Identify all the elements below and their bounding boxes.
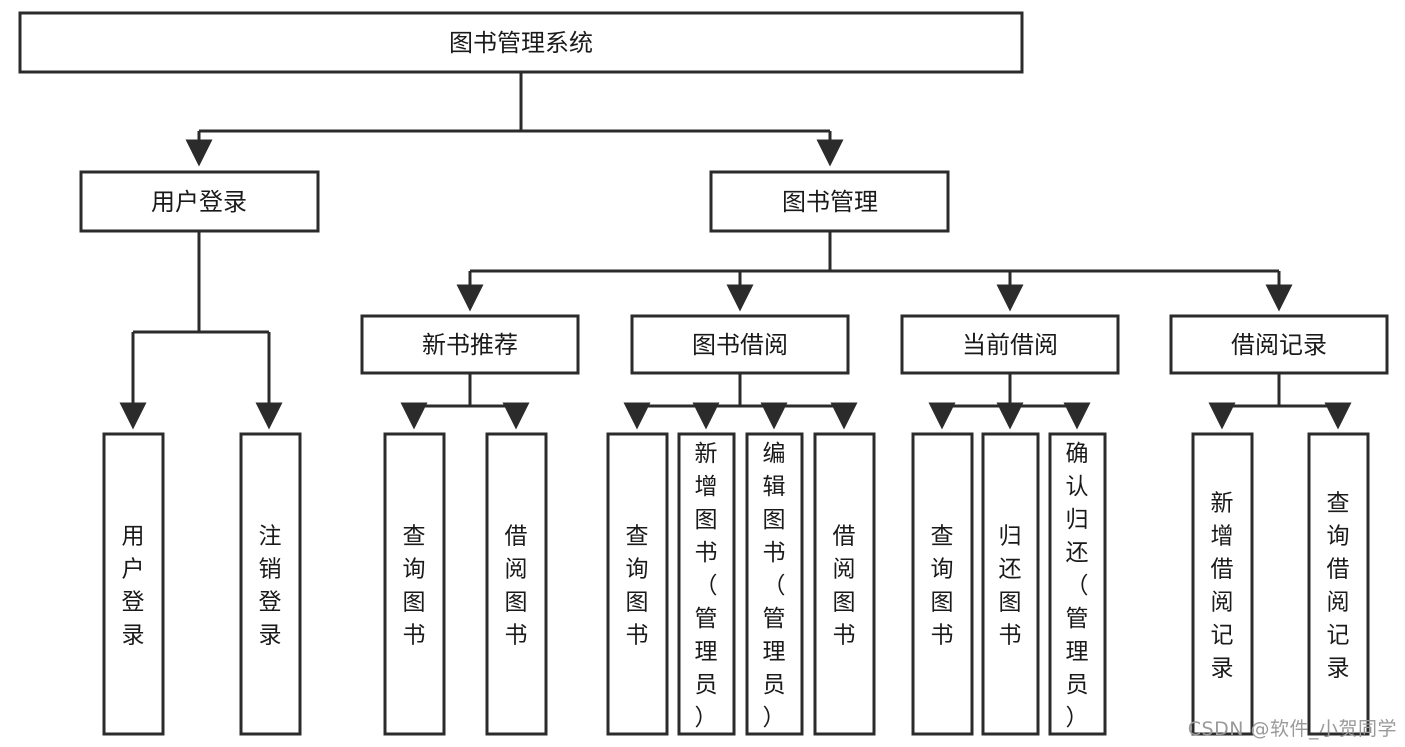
- connectors-book-manage-to-level3: [456, 231, 1293, 312]
- node-book-borrow-box[interactable]: [630, 314, 850, 375]
- leaf-user-login-label: 用户登录: [122, 524, 145, 649]
- leaf-add-book-box[interactable]: [677, 432, 736, 736]
- node-user-login-box[interactable]: [79, 170, 320, 233]
- node-current-borrow[interactable]: 当前借阅: [900, 314, 1120, 375]
- leaf-borrow-book-2-label: 借阅图书: [833, 524, 856, 649]
- node-book-manage[interactable]: 图书管理: [709, 170, 950, 233]
- leaf-logout-login[interactable]: 注销登录: [239, 432, 302, 736]
- leaf-edit-book-label: 编辑图书（管理员）: [763, 441, 786, 731]
- connectors-book-borrow-to-leaves: [623, 373, 858, 430]
- leaf-add-record[interactable]: 新增借阅记录: [1191, 432, 1254, 736]
- leaf-add-book[interactable]: 新增图书（管理员）: [677, 432, 736, 736]
- leaf-edit-book[interactable]: 编辑图书（管理员）: [745, 432, 804, 736]
- connectors-borrow-record-to-leaves: [1208, 373, 1352, 430]
- leaf-edit-book-box[interactable]: [745, 432, 804, 736]
- leaf-query-book-3-label: 查询图书: [931, 524, 954, 649]
- leaf-borrow-book-1-label: 借阅图书: [505, 524, 528, 649]
- leaf-query-book-3[interactable]: 查询图书: [911, 432, 974, 736]
- leaf-confirm-return-box[interactable]: [1048, 432, 1107, 736]
- leaf-borrow-book-1-box[interactable]: [485, 432, 548, 736]
- leaf-add-record-box[interactable]: [1191, 432, 1254, 736]
- leaf-query-book-2[interactable]: 查询图书: [606, 432, 669, 736]
- leaf-confirm-return-label: 确认归还（管理员）: [1066, 441, 1089, 731]
- connectors-user-login-to-leaves: [119, 231, 283, 430]
- leaf-logout-login-label: 注销登录: [259, 524, 282, 649]
- node-root[interactable]: 图书管理系统: [18, 11, 1024, 74]
- leaf-borrow-book-2[interactable]: 借阅图书: [813, 432, 876, 736]
- node-borrow-record-box[interactable]: [1169, 314, 1389, 375]
- connectors-root-to-level2: [185, 72, 844, 167]
- leaf-return-book[interactable]: 归还图书: [981, 432, 1040, 736]
- connectors-current-borrow-to-leaves: [928, 373, 1091, 430]
- leaf-add-record-label: 新增借阅记录: [1211, 491, 1234, 682]
- node-new-book-recommend[interactable]: 新书推荐: [360, 314, 580, 375]
- leaf-query-book-3-box[interactable]: [911, 432, 974, 736]
- leaf-add-book-label: 新增图书（管理员）: [695, 441, 718, 731]
- connectors-new-book-recommend-to-leaves: [400, 373, 530, 430]
- leaf-query-record-label: 查询借阅记录: [1327, 491, 1350, 682]
- node-book-manage-label: 图书管理: [782, 188, 878, 216]
- leaf-borrow-book-1[interactable]: 借阅图书: [485, 432, 548, 736]
- leaf-logout-login-box[interactable]: [239, 432, 302, 736]
- leaf-query-book-2-label: 查询图书: [626, 524, 649, 649]
- leaf-return-book-label: 归还图书: [999, 524, 1022, 649]
- node-book-manage-box[interactable]: [709, 170, 950, 233]
- leaf-query-book-1[interactable]: 查询图书: [383, 432, 446, 736]
- leaf-confirm-return[interactable]: 确认归还（管理员）: [1048, 432, 1107, 736]
- node-new-book-recommend-label: 新书推荐: [422, 331, 518, 359]
- leaf-query-record[interactable]: 查询借阅记录: [1307, 432, 1370, 736]
- csdn-watermark: CSDN @软件_小贺同学: [1187, 718, 1397, 740]
- node-user-login[interactable]: 用户登录: [79, 170, 320, 233]
- node-new-book-recommend-box[interactable]: [360, 314, 580, 375]
- leaf-borrow-book-2-box[interactable]: [813, 432, 876, 736]
- node-user-login-label: 用户登录: [151, 188, 247, 216]
- node-root-box[interactable]: [18, 11, 1024, 74]
- node-borrow-record[interactable]: 借阅记录: [1169, 314, 1389, 375]
- leaf-return-book-box[interactable]: [981, 432, 1040, 736]
- node-book-borrow[interactable]: 图书借阅: [630, 314, 850, 375]
- leaf-query-record-box[interactable]: [1307, 432, 1370, 736]
- leaf-query-book-2-box[interactable]: [606, 432, 669, 736]
- leaf-query-book-1-label: 查询图书: [403, 524, 426, 649]
- node-root-label: 图书管理系统: [449, 29, 593, 57]
- node-borrow-record-label: 借阅记录: [1231, 331, 1327, 359]
- node-current-borrow-label: 当前借阅: [962, 331, 1058, 359]
- node-current-borrow-box[interactable]: [900, 314, 1120, 375]
- leaf-user-login-box[interactable]: [102, 432, 165, 736]
- leaf-query-book-1-box[interactable]: [383, 432, 446, 736]
- node-book-borrow-label: 图书借阅: [692, 331, 788, 359]
- leaf-user-login[interactable]: 用户登录: [102, 432, 165, 736]
